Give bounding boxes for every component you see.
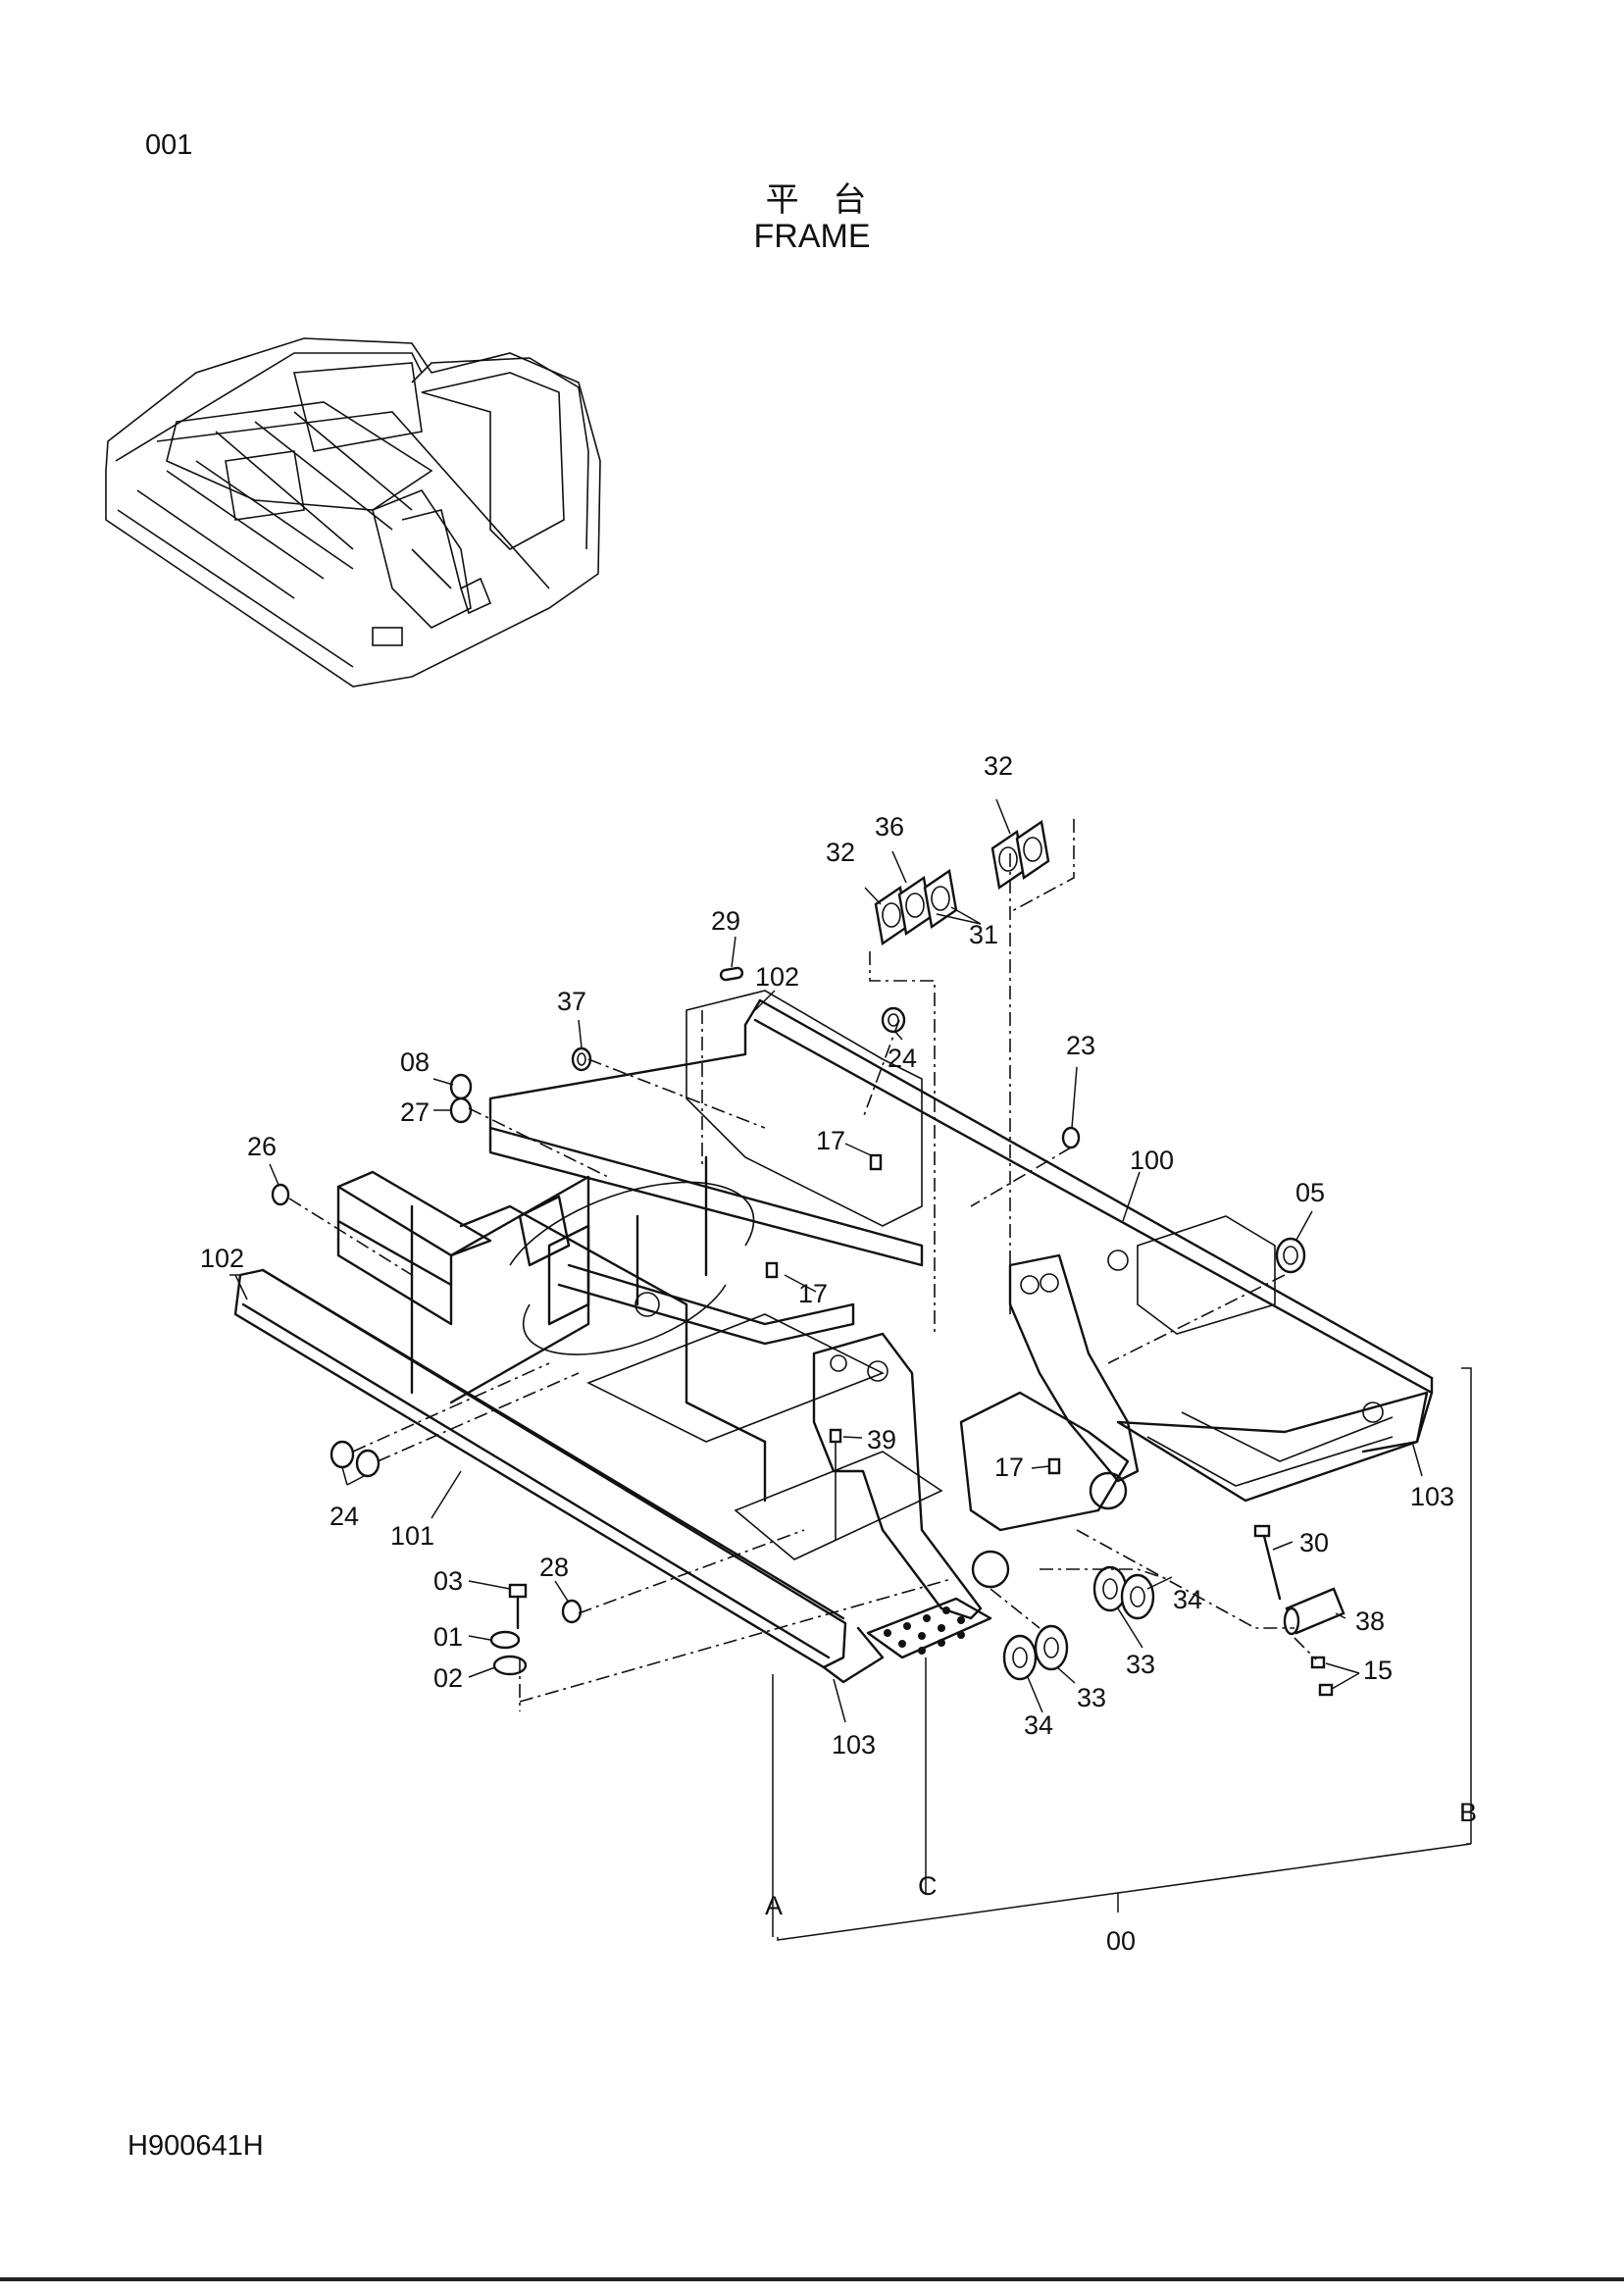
callout-103: 103 [832,1730,876,1760]
callout-27: 27 [400,1097,430,1127]
callout-30: 30 [1299,1528,1329,1557]
callout-08: 08 [400,1047,430,1077]
callout-32: 32 [984,751,1013,781]
callout-28: 28 [539,1553,569,1582]
callout-24: 24 [330,1502,359,1531]
callout-29: 29 [711,906,740,936]
callout-01: 01 [433,1622,463,1652]
frame-drawing [233,990,1434,1684]
page-title-chinese: 平 台 [765,180,879,220]
leader-lines [229,798,1472,1941]
excavator-locator-illustration [105,337,601,688]
callout-24: 24 [888,1044,917,1073]
callout-102: 102 [200,1244,244,1273]
callout-32: 32 [826,838,855,867]
callout-03: 03 [433,1566,463,1596]
small-parts [271,819,1345,1697]
callout-00: 00 [1106,1926,1136,1956]
page-number: 001 [145,129,193,161]
callout-C: C [918,1871,938,1901]
callout-A: A [765,1891,783,1920]
callout-17: 17 [816,1126,845,1155]
callout-23: 23 [1066,1031,1095,1060]
callout-34: 34 [1173,1585,1202,1614]
drawing-number: H900641H [127,2130,264,2162]
callout-33: 33 [1077,1683,1106,1712]
callout-101: 101 [390,1521,434,1551]
callout-02: 02 [433,1663,463,1693]
callout-17: 17 [994,1453,1024,1482]
callout-05: 05 [1295,1178,1325,1207]
callout-31: 31 [969,920,998,949]
callout-100: 100 [1130,1146,1174,1175]
page-title: FRAME [753,218,871,255]
callout-37: 37 [557,987,586,1016]
callout-26: 26 [247,1132,277,1161]
callout-36: 36 [875,812,904,842]
callout-34: 34 [1024,1710,1053,1740]
callout-38: 38 [1355,1606,1385,1636]
callout-39: 39 [867,1425,896,1454]
callout-labels: 32 36 32 31 29 102 37 24 08 27 23 17 100… [200,751,1477,1956]
callout-102: 102 [755,962,799,992]
callout-17: 17 [798,1279,828,1308]
callout-103: 103 [1410,1482,1454,1511]
bottom-divider [0,2277,1624,2281]
callout-15: 15 [1363,1656,1393,1685]
callout-B: B [1459,1798,1477,1827]
callout-33: 33 [1126,1650,1155,1679]
